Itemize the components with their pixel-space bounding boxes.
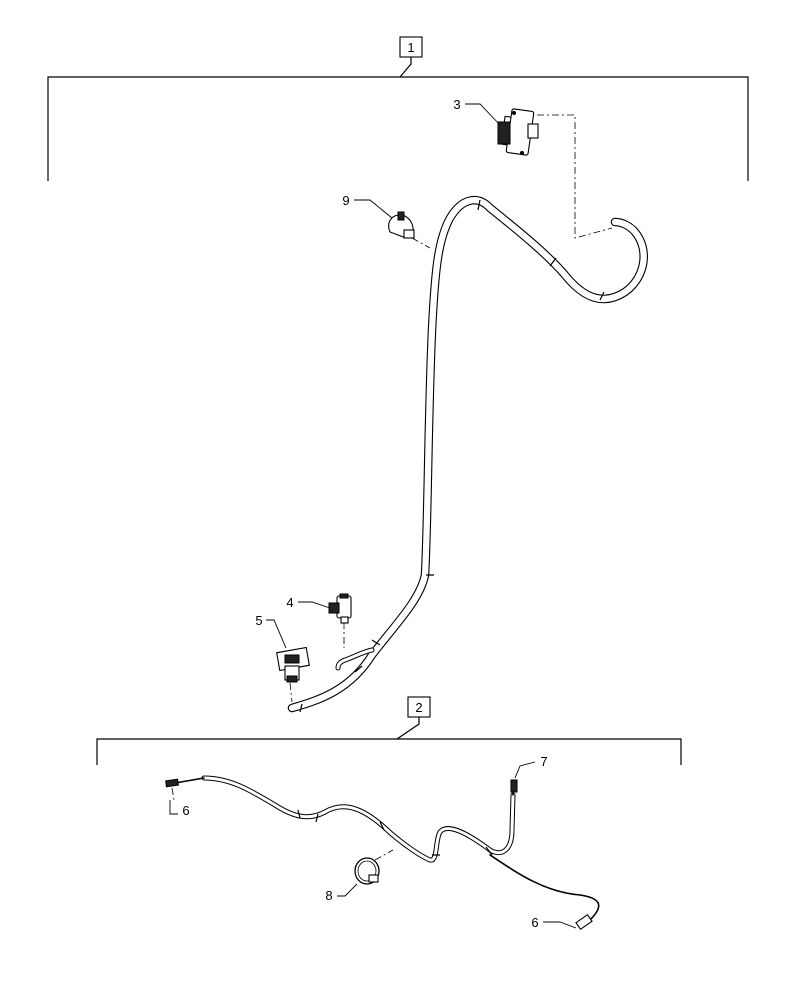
clip-9-dashline — [411, 237, 431, 249]
callout-6b-leader — [543, 921, 577, 929]
callout-9: 9 — [342, 193, 349, 208]
callout-8: 8 — [325, 888, 332, 903]
secondary-harness — [174, 775, 600, 921]
callout-7: 7 — [540, 754, 547, 769]
main-harness — [287, 195, 648, 713]
connector-3 — [497, 108, 539, 156]
callout-4: 4 — [286, 595, 293, 610]
callout-3-leader — [465, 103, 501, 126]
callout-6b: 6 — [531, 915, 538, 930]
terminal-6-left-dashline — [171, 787, 175, 801]
terminal-7 — [510, 779, 518, 793]
assembly-2-pointer — [396, 717, 420, 740]
assembly-2-label: 2 — [415, 700, 422, 715]
assembly-1-bracket: 1 — [47, 36, 749, 181]
connector-4 — [328, 593, 352, 624]
clamp-8-dashline — [374, 849, 394, 861]
assembly-1-span — [47, 76, 749, 181]
callout-7-leader — [514, 761, 536, 779]
callout-9-leader — [354, 199, 393, 219]
clamp-8 — [354, 857, 380, 885]
assembly-2-span — [96, 738, 682, 765]
callout-5: 5 — [255, 613, 262, 628]
terminal-6-right — [575, 913, 593, 931]
callout-5-leader — [266, 619, 287, 649]
assembly-2-bracket: 2 — [96, 696, 682, 765]
assembly-1-label: 1 — [407, 40, 414, 55]
connector-3-dashline — [537, 114, 613, 239]
assembly-1-pointer — [399, 57, 412, 78]
clip-9 — [388, 211, 415, 239]
callout-6a: 6 — [182, 803, 189, 818]
connector-5 — [276, 646, 310, 683]
callout-3: 3 — [453, 97, 460, 112]
callout-6a-leader — [169, 800, 178, 815]
callout-8-leader — [337, 883, 358, 897]
connector-5-dashline — [289, 682, 293, 703]
terminal-6-left — [165, 778, 179, 788]
callout-4-leader — [298, 601, 331, 609]
